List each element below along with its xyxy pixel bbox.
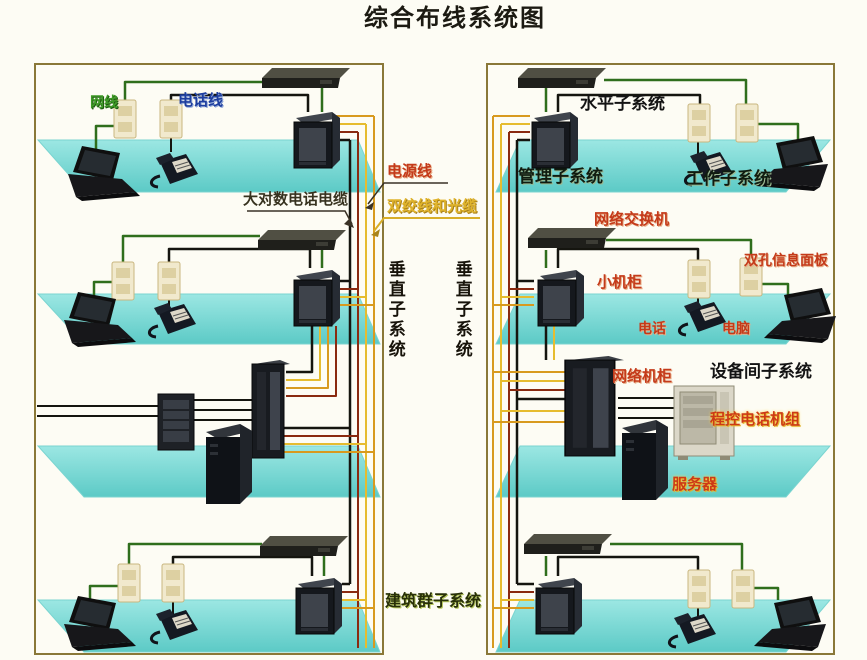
right-floor-wiring: [544, 78, 800, 618]
right-building-frame: [486, 63, 835, 655]
phone-outlet-icon: [687, 259, 711, 299]
network-outlet-icon: [735, 103, 759, 143]
arrow-to-power-line: [365, 202, 374, 210]
phone-outlet-icon: [157, 261, 181, 301]
small-rack-icon: [157, 393, 195, 451]
phone-outlet-icon: [687, 103, 711, 143]
dual-port-panel-label: 双孔信息面板: [744, 252, 828, 268]
network-outlet-icon: [111, 261, 135, 301]
server-tower-icon: [622, 420, 668, 500]
telephone-cable-label: 电话线: [178, 92, 224, 109]
network-cable-label: 网线: [90, 94, 118, 110]
hub-switch-icon: [524, 534, 612, 554]
small-cabinet-label: 小机柜: [597, 274, 643, 291]
arrow-to-twisted-pair: [371, 229, 380, 237]
network-outlet-icon: [117, 563, 141, 603]
right-vertical-subsystem-label: 垂直子系统: [452, 260, 472, 360]
diagram-title: 综合布线系统图: [364, 5, 546, 32]
work-area-subsystem-label: 工作子系统: [686, 169, 771, 188]
telephone-label: 电话: [638, 320, 666, 336]
server-label: 服务器: [672, 476, 718, 493]
hub-switch-icon: [260, 536, 348, 556]
telephone-trunk-label: 大对数电话电缆: [243, 191, 349, 208]
network-outlet-icon: [731, 569, 755, 609]
wall-cabinet-icon: [535, 577, 583, 635]
wall-cabinet-icon: [293, 269, 341, 327]
server-rack-icon: [251, 359, 291, 459]
computer-label: 电脑: [722, 320, 750, 336]
management-cabinet-icon: [531, 111, 579, 169]
power-line-label: 电源线: [387, 163, 433, 180]
right-riser-trunk-cables: [492, 115, 565, 648]
arrow-to-telephone-trunk: [344, 218, 354, 228]
campus-subsystem-label: 建筑群子系统: [385, 593, 482, 610]
left-floor-wiring: [37, 80, 326, 614]
twisted-pair-fiber-label: 双绞线和光缆: [387, 198, 478, 215]
wall-cabinet-icon: [295, 577, 343, 635]
pbx-unit-label: 程控电话机组: [710, 411, 801, 428]
hub-switch-icon: [258, 230, 346, 250]
hub-switch-icon: [262, 68, 350, 88]
tower-server-icon: [206, 424, 252, 504]
horizontal-subsystem-label: 水平子系统: [580, 94, 665, 113]
wall-cabinet-icon: [293, 111, 341, 169]
backbone-leader-lines: [247, 182, 480, 237]
network-rack-label: 网络机柜: [612, 368, 673, 385]
equipment-room-subsystem-label: 设备间子系统: [710, 362, 812, 381]
left-vertical-subsystem-label: 垂直子系统: [385, 260, 405, 360]
hub-switch-icon: [518, 68, 606, 88]
left-building-frame: [34, 63, 384, 655]
management-subsystem-label: 管理子系统: [518, 167, 603, 186]
phone-outlet-icon: [687, 569, 711, 609]
left-riser-trunk-cables: [284, 115, 375, 648]
network-switch-label: 网络交换机: [594, 211, 670, 228]
phone-outlet-icon: [161, 563, 185, 603]
network-switch-icon: [528, 228, 616, 248]
small-cabinet-icon: [537, 269, 585, 327]
